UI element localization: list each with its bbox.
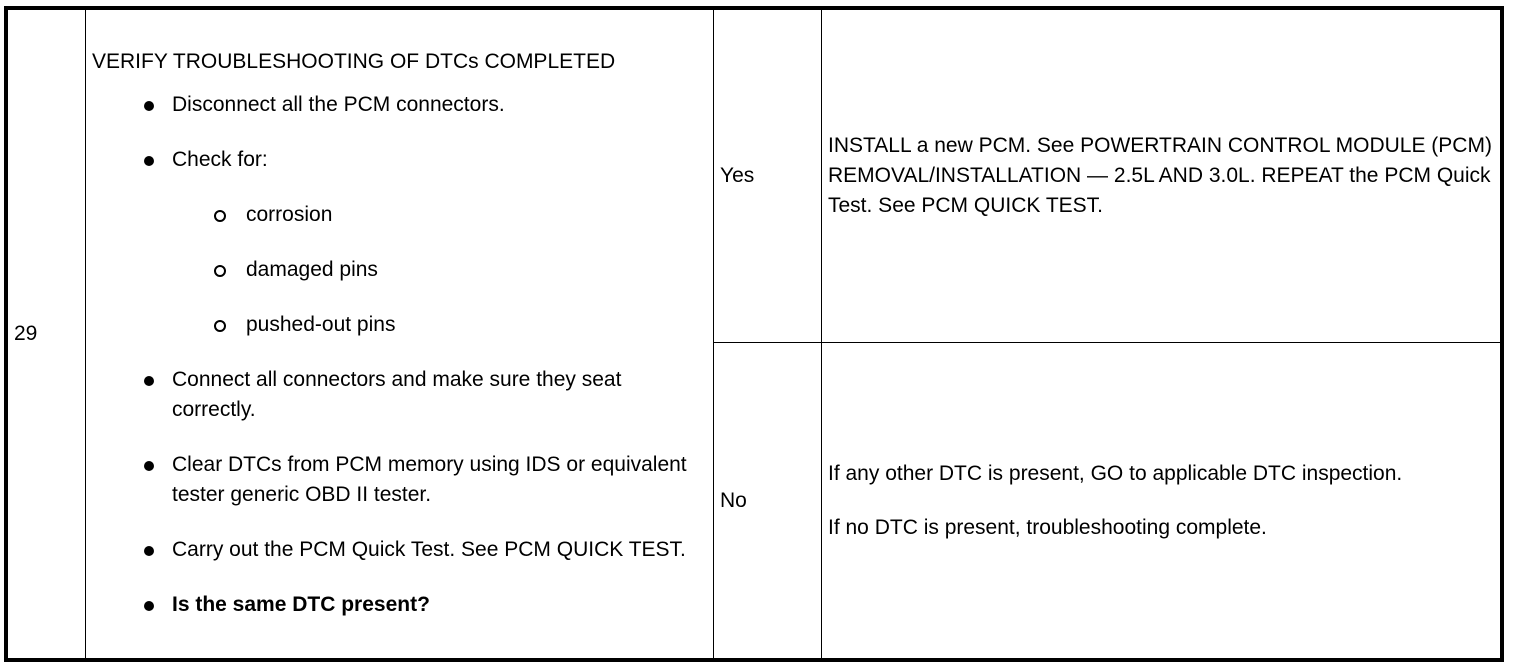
step-number: 29: [7, 9, 86, 659]
hollow-bullet-icon: [214, 320, 226, 332]
check-item: Clear DTCs from PCM memory using IDS or …: [140, 450, 707, 510]
bullet-icon: [144, 461, 154, 471]
result-label-yes: Yes: [713, 9, 822, 343]
check-item-text: Check for:: [172, 148, 268, 171]
hollow-bullet-icon: [214, 210, 226, 222]
check-question-text: Is the same DTC present?: [172, 593, 430, 616]
check-item-text: Disconnect all the PCM connectors.: [172, 93, 505, 116]
sub-check-text: pushed-out pins: [246, 313, 396, 336]
result-action-no-text-2: If no DTC is present, troubleshooting co…: [828, 515, 1267, 539]
sub-check-item: pushed-out pins: [214, 310, 707, 340]
sub-check-item: damaged pins: [214, 255, 707, 285]
result-action-no-text-1: If any other DTC is present, GO to appli…: [828, 461, 1403, 485]
result-action-yes-text: INSTALL a new PCM. See POWERTRAIN CONTRO…: [828, 134, 1492, 217]
bullet-icon: [144, 546, 154, 556]
result-label-no: No: [713, 342, 822, 659]
bullet-icon: [144, 601, 154, 611]
bullet-icon: [144, 156, 154, 166]
sub-check-item: corrosion: [214, 200, 707, 230]
bullet-icon: [144, 101, 154, 111]
diagnostic-step-table: 29 VERIFY TROUBLESHOOTING OF DTCs COMPLE…: [4, 6, 1504, 662]
check-item-text: Clear DTCs from PCM memory using IDS or …: [172, 453, 687, 506]
check-question: Is the same DTC present?: [140, 590, 707, 620]
sub-check-list: corrosion damaged pins pushed-out pins: [172, 200, 707, 340]
result-action-yes: INSTALL a new PCM. See POWERTRAIN CONTRO…: [821, 9, 1501, 343]
pinpoint-test-table: 29 VERIFY TROUBLESHOOTING OF DTCs COMPLE…: [7, 9, 1501, 659]
result-row-no: No If any other DTC is present, GO to ap…: [8, 342, 1501, 659]
check-item-text: Connect all connectors and make sure the…: [172, 368, 622, 421]
check-item-text: Carry out the PCM Quick Test. See PCM QU…: [172, 538, 686, 561]
step-title: VERIFY TROUBLESHOOTING OF DTCs COMPLETED: [92, 50, 616, 73]
sub-check-text: damaged pins: [246, 258, 378, 281]
check-item: Check for: corrosion damaged pins: [140, 145, 707, 340]
check-list: Disconnect all the PCM connectors. Check…: [92, 90, 707, 620]
bullet-icon: [144, 376, 154, 386]
result-action-no: If any other DTC is present, GO to appli…: [821, 342, 1501, 659]
check-item: Connect all connectors and make sure the…: [140, 365, 707, 425]
check-item: Carry out the PCM Quick Test. See PCM QU…: [140, 535, 707, 565]
check-item: Disconnect all the PCM connectors.: [140, 90, 707, 120]
result-row-yes: 29 VERIFY TROUBLESHOOTING OF DTCs COMPLE…: [7, 9, 1501, 659]
hollow-bullet-icon: [214, 265, 226, 277]
sub-check-text: corrosion: [246, 203, 333, 226]
step-action-cell: VERIFY TROUBLESHOOTING OF DTCs COMPLETED…: [85, 9, 714, 659]
